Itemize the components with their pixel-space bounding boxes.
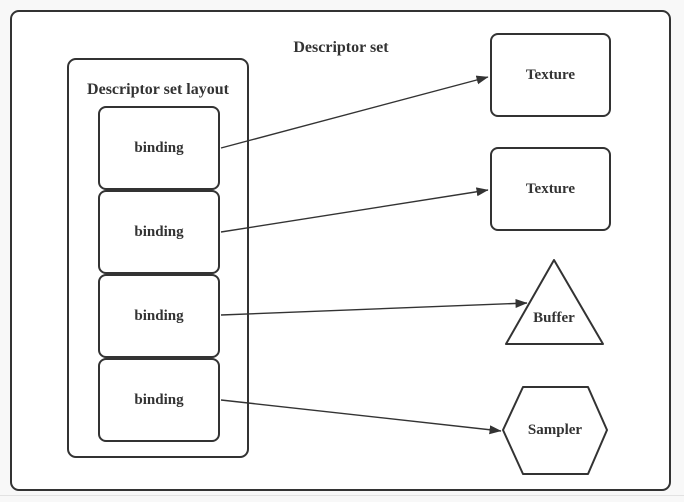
binding-node-3-label: binding	[134, 307, 184, 324]
binding-node-4-label: binding	[134, 391, 184, 408]
window-edge-divider	[0, 495, 684, 496]
buffer-node-label: Buffer	[533, 310, 575, 326]
sampler-node-label: Sampler	[527, 422, 583, 438]
binding-node-2: binding	[98, 190, 220, 274]
binding-node-1: binding	[98, 106, 220, 190]
binding-node-1-label: binding	[134, 139, 184, 156]
binding-node-3: binding	[98, 274, 220, 358]
descriptor-set-layout-label: Descriptor set layout	[87, 81, 229, 98]
descriptor-set-title: Descriptor set	[293, 39, 389, 56]
texture-node-1-label: Texture	[525, 66, 576, 83]
texture-node-2: Texture	[490, 147, 611, 231]
binding-node-4: binding	[98, 358, 220, 442]
texture-node-1: Texture	[490, 33, 611, 117]
texture-node-2-label: Texture	[525, 180, 576, 197]
binding-node-2-label: binding	[134, 223, 184, 240]
